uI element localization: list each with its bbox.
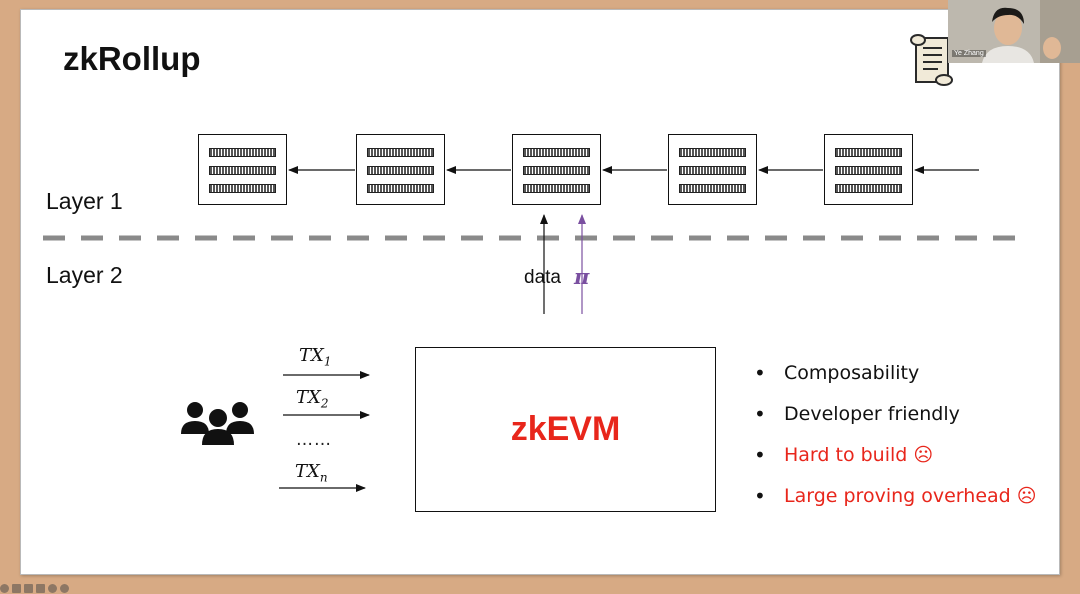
zkevm-box: zkEVM [415, 347, 716, 512]
tx-2-label: TX2 [296, 387, 329, 411]
player-toolbar [0, 584, 69, 594]
layer-2-label: Layer 2 [46, 262, 123, 288]
pen-icon[interactable] [12, 584, 21, 593]
previous-icon[interactable] [0, 584, 9, 593]
block-3 [512, 134, 601, 205]
scroll-logo-icon [910, 34, 953, 86]
properties-list: Composability Developer friendly Hard to… [754, 361, 1037, 526]
slides-grid-icon[interactable] [24, 584, 33, 593]
presenter-name: Ye Zhang [952, 50, 986, 57]
slide-title: zkRollup [63, 40, 201, 77]
layer-1-label: Layer 1 [46, 188, 123, 214]
tx-1-label: TX1 [299, 345, 332, 369]
users-group-icon [181, 402, 254, 445]
bullet-item: Developer friendly [754, 402, 1037, 444]
webcam-thumbnail[interactable]: Ye Zhang [948, 0, 1080, 63]
zkevm-label: zkEVM [510, 410, 621, 448]
bullet-item: Hard to build ☹ [754, 443, 1037, 485]
block-5 [824, 134, 913, 205]
block-4 [668, 134, 757, 205]
zoom-icon[interactable] [36, 584, 45, 593]
data-label: data [524, 267, 561, 288]
block-1 [198, 134, 287, 205]
next-icon[interactable] [60, 584, 69, 593]
diagram-lines [43, 166, 1021, 492]
slide: zkRollup Layer 1 Layer 2 [20, 9, 1060, 575]
proof-label: π [574, 264, 590, 289]
bullet-item: Composability [754, 361, 1037, 403]
block-2 [356, 134, 445, 205]
presenter-video [948, 0, 1080, 63]
bullet-item: Large proving overhead ☹ [754, 484, 1037, 526]
tx-n-label: TXn [295, 461, 328, 485]
tx-ellipsis: …… [296, 430, 332, 450]
more-options-icon[interactable] [48, 584, 57, 593]
